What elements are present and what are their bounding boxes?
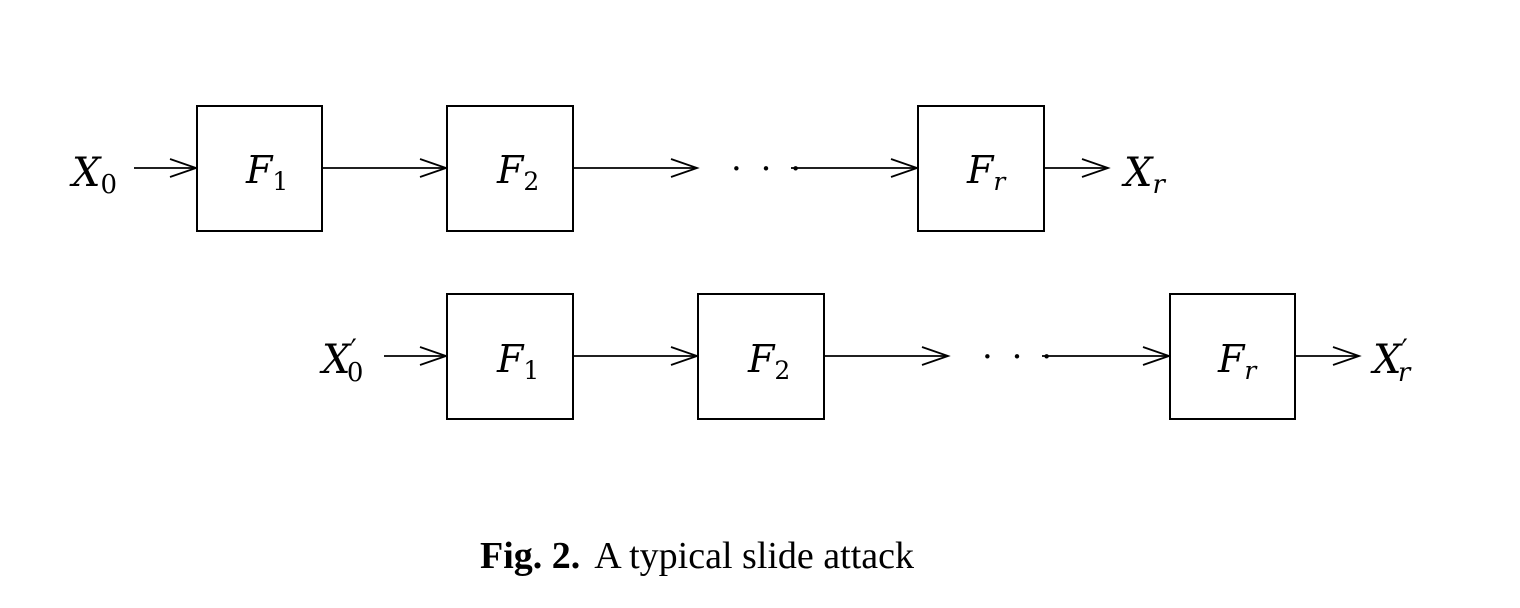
row1-round-label-2: F2: [496, 148, 539, 196]
row1-arrow-out-head: [1081, 158, 1111, 178]
row2-round-label-r: Fr: [1217, 337, 1258, 385]
figure-caption: Fig. 2. A typical slide attack: [480, 535, 914, 577]
row1-round-label-1: F1: [245, 148, 288, 196]
row2-round-box-r: [1169, 293, 1296, 420]
row-2: X′0 F1 F2 · · · Fr X′r: [319, 293, 1412, 420]
row2-arrow-2-dots-head: [921, 346, 951, 366]
row2-arrow-out-head: [1332, 346, 1362, 366]
caption-title: A typical slide attack: [594, 535, 914, 577]
row1-round-box-1: [196, 105, 323, 232]
row2-round-label-1: F1: [496, 337, 539, 385]
row2-ellipsis: · · ·: [982, 337, 1056, 377]
row2-input-label: X′0: [319, 333, 363, 388]
row1-input-label: X0: [69, 150, 117, 200]
row1-round-box-r: [917, 105, 1045, 232]
row2-round-box-2: [697, 293, 825, 420]
row1-ellipsis: · · ·: [731, 149, 805, 189]
row-1: X0 F1 F2 · · · Fr Xr: [69, 105, 1166, 232]
row1-round-box-2: [446, 105, 574, 232]
row2-round-label-2: F2: [747, 337, 790, 385]
row2-round-box-1: [446, 293, 574, 420]
row1-round-label-r: Fr: [966, 148, 1007, 196]
caption-label: Fig. 2.: [480, 535, 580, 577]
row1-output-label: Xr: [1121, 150, 1166, 200]
caption-text: Fig. 2. A typical slide attack: [480, 535, 914, 577]
row2-output-label: X′r: [1370, 333, 1412, 388]
row1-arrow-2-dots-head: [670, 158, 700, 178]
